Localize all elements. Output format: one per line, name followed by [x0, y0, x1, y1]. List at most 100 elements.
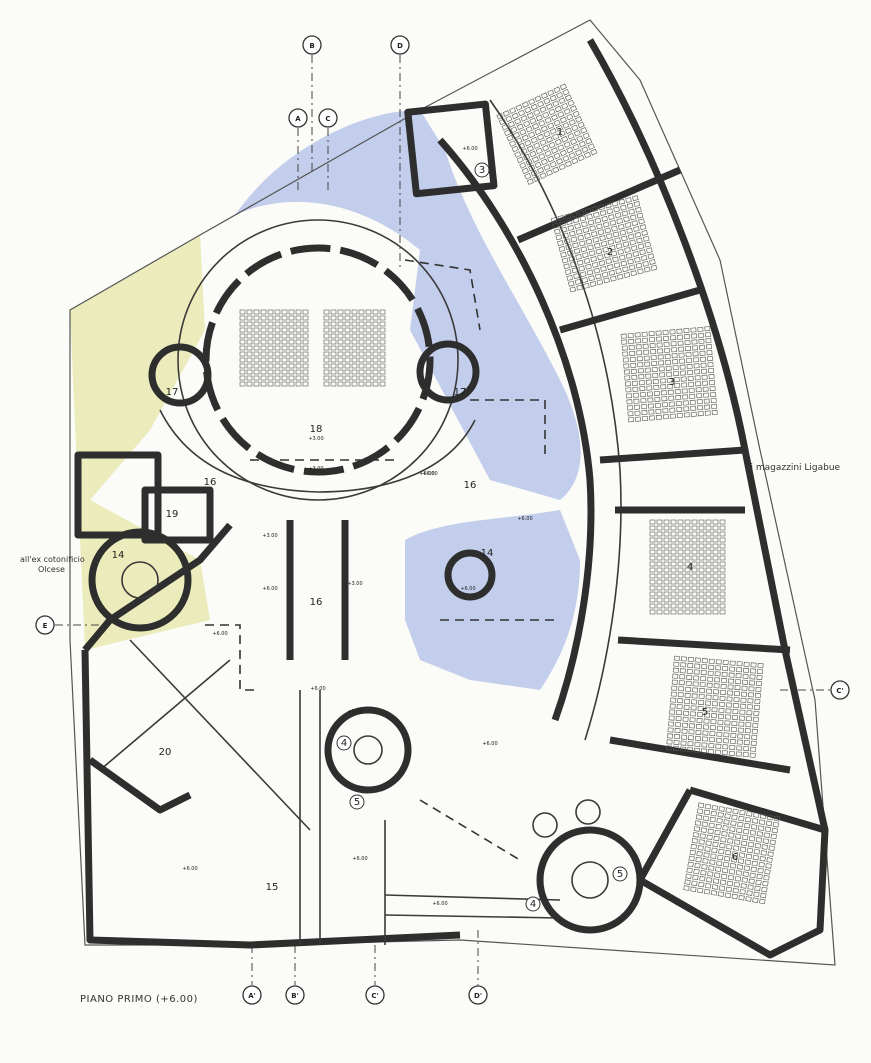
- room-label: 2: [607, 247, 613, 258]
- room-labels: 1 2 3 4 5 6 3 4 4 5 5 14 14 15 16 16 16 17 17 18 19 20: [112, 127, 738, 912]
- room-number: 16: [464, 480, 477, 491]
- axis-bubble: A: [288, 108, 308, 128]
- grid-axes: [55, 55, 830, 985]
- svg-text:A: A: [295, 115, 301, 123]
- level-mark: +3.00: [308, 436, 323, 442]
- axis-bubble: C': [365, 985, 385, 1005]
- level-mark: +6.00: [310, 686, 325, 692]
- level-mark: +6.00: [419, 471, 434, 477]
- level-mark: +6.00: [352, 856, 367, 862]
- stair-4-lower: [536, 826, 644, 934]
- seating-block: [649, 519, 726, 615]
- axis-bubble: C': [830, 680, 850, 700]
- seating-grids: [239, 83, 781, 905]
- level-mark: +3.00: [262, 533, 277, 539]
- svg-text:B': B': [291, 992, 298, 1000]
- room-label: 3: [669, 377, 675, 388]
- level-mark: +6.00: [482, 741, 497, 747]
- room-number: 3: [479, 165, 485, 176]
- svg-text:B: B: [309, 42, 314, 50]
- room-label: 4: [525, 896, 541, 912]
- stair-14-center: [444, 549, 496, 601]
- wing-corridor-wall: [489, 99, 622, 741]
- room-number: 5: [617, 869, 623, 880]
- room-label: 14: [481, 548, 494, 559]
- level-mark: +3.00: [308, 466, 323, 472]
- room-number: 16: [310, 597, 323, 608]
- stair-17-right: [416, 340, 480, 404]
- axis-bubbles: B D A C A' B' C' D' E C': [35, 35, 850, 1005]
- restrooms: [74, 451, 162, 539]
- seating-block: [620, 326, 718, 423]
- seating-block: [496, 83, 598, 185]
- plan-title: PIANO PRIMO (+6.00): [80, 994, 198, 1005]
- room-label: 17: [166, 387, 179, 398]
- annotation-cotonificio-2: Olcese: [38, 565, 65, 574]
- axis-bubble: E: [35, 615, 55, 635]
- room-number: 3: [669, 377, 675, 388]
- wing-inner-wall: [437, 137, 595, 722]
- room-label: 5: [702, 707, 708, 718]
- room-number: 15: [266, 882, 279, 893]
- svg-text:C': C': [836, 687, 843, 695]
- level-mark: +6.00: [517, 516, 532, 522]
- annotation-cotonificio-1: all'ex cotonificio: [20, 555, 85, 564]
- svg-text:D': D': [474, 992, 482, 1000]
- room-label: 4: [687, 562, 693, 573]
- level-mark: +6.00: [347, 709, 362, 715]
- room-number: 18: [310, 424, 323, 435]
- level-mark: +6.00: [422, 471, 437, 477]
- room-label: 16: [310, 597, 323, 608]
- room-number: 4: [341, 738, 347, 749]
- water-area-north: [235, 110, 581, 500]
- level-mark: +6.00: [212, 631, 227, 637]
- room-number: 5: [354, 797, 360, 808]
- room-label: 16: [204, 477, 217, 488]
- room-label: 5: [349, 794, 365, 810]
- room-number: 4: [530, 899, 536, 910]
- room-label: 14: [112, 550, 125, 561]
- room-number: 2: [607, 247, 613, 258]
- svg-text:A': A': [248, 992, 256, 1000]
- site-boundary: [69, 19, 836, 966]
- room-label: 16: [464, 480, 477, 491]
- room-number: 14: [481, 548, 494, 559]
- axis-bubble: C: [318, 108, 338, 128]
- room-number: 16: [204, 477, 217, 488]
- level-labels: +6.00 +6.00 +6.00 +3.00 +3.00 +6.00 +6.00 +6.00…: [182, 146, 532, 907]
- seating-block: [239, 309, 386, 387]
- water-area-central: [405, 510, 580, 690]
- level-mark: +6.00: [462, 146, 477, 152]
- walls: [74, 38, 829, 959]
- room-label: 3: [474, 162, 490, 178]
- level-mark: +6.00: [460, 586, 475, 592]
- axis-bubble: A': [242, 985, 262, 1005]
- room-number: 1: [557, 127, 563, 138]
- svg-text:C: C: [325, 115, 330, 123]
- room-number: 5: [702, 707, 708, 718]
- annotation-magazzini: ai magazzini Ligabue: [745, 463, 841, 473]
- stair-tower-top: [404, 100, 498, 198]
- level-mark: +3.00: [347, 581, 362, 587]
- axis-bubble: D: [390, 35, 410, 55]
- seating-block: [683, 802, 781, 905]
- room-label: 1: [557, 127, 563, 138]
- room-number: 14: [112, 550, 125, 561]
- room-label: 4: [336, 735, 352, 751]
- room-label: 18: [310, 424, 323, 435]
- stair-4-center: [324, 706, 412, 794]
- room-label: 20: [159, 747, 172, 758]
- axis-bubble: D': [468, 985, 488, 1005]
- room-number: 20: [159, 747, 172, 758]
- svg-text:E: E: [43, 622, 48, 630]
- room-label: 5: [612, 866, 628, 882]
- level-mark: +6.00: [432, 901, 447, 907]
- room-number: 6: [732, 852, 738, 863]
- room-label: 6: [732, 852, 738, 863]
- auditorium-foyer: [159, 409, 476, 493]
- level-mark: +6.00: [262, 586, 277, 592]
- room-number: 19: [166, 509, 179, 520]
- room-number: 17: [454, 387, 467, 398]
- seating-block: [550, 195, 658, 293]
- room-number: 17: [166, 387, 179, 398]
